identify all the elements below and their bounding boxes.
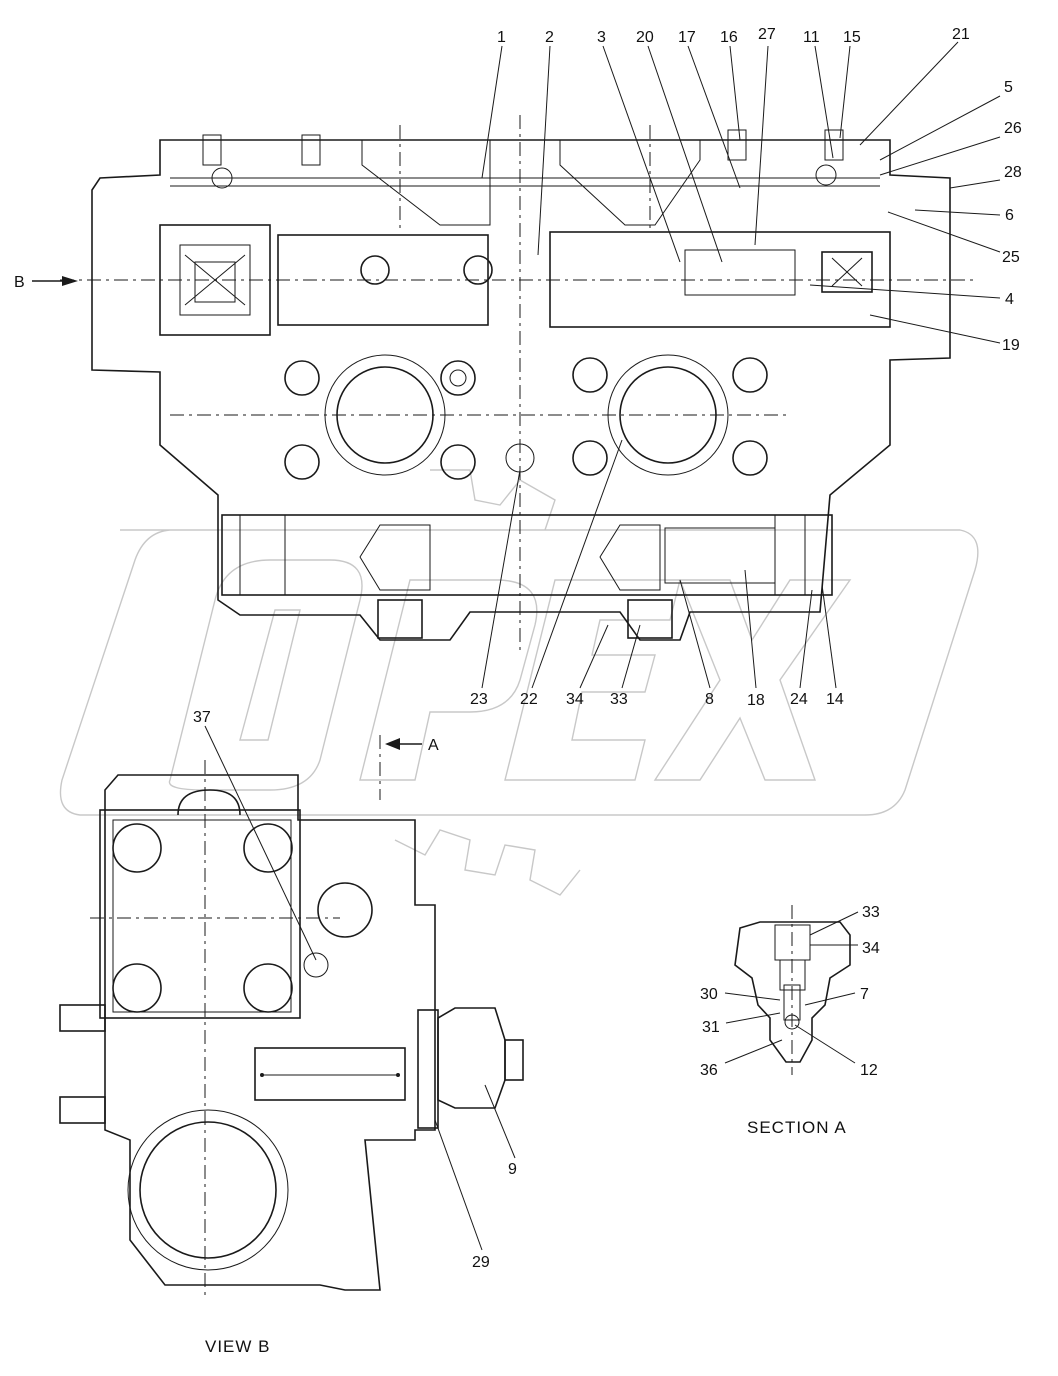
section-a-letter: A	[428, 737, 439, 754]
callout-11: 11	[803, 29, 820, 46]
callout-7: 7	[860, 986, 869, 1003]
callout-labels: 1 2 3 20 17 16 27 11 15 21 5 26 28 6 25 …	[193, 26, 1022, 1271]
callout-19: 19	[1002, 337, 1020, 354]
callout-36: 36	[700, 1062, 718, 1079]
callout-24: 24	[790, 691, 808, 708]
callout-1: 1	[497, 29, 506, 46]
callout-34: 34	[566, 691, 584, 708]
callout-20: 20	[636, 29, 654, 46]
callout-8: 8	[705, 691, 714, 708]
callout-28: 28	[1004, 164, 1022, 181]
callout-29: 29	[472, 1254, 490, 1271]
view-b-caption: VIEW B	[205, 1337, 271, 1356]
callout-12: 12	[860, 1062, 878, 1079]
callout-26: 26	[1004, 120, 1022, 137]
callout-34-section: 34	[862, 940, 880, 957]
leader-lines	[204, 41, 1001, 1251]
callout-31: 31	[702, 1019, 720, 1036]
view-b-drawing	[59, 760, 524, 1300]
callout-33-section: 33	[862, 904, 880, 921]
callout-4: 4	[1005, 291, 1014, 308]
view-b-letter: B	[14, 274, 25, 291]
opex-watermark	[59, 469, 979, 896]
section-a-drawing	[734, 905, 851, 1075]
callout-17: 17	[678, 29, 696, 46]
callout-5: 5	[1004, 79, 1013, 96]
callout-22: 22	[520, 691, 538, 708]
callout-30: 30	[700, 986, 718, 1003]
callout-14: 14	[826, 691, 844, 708]
callout-16: 16	[720, 29, 738, 46]
section-a-marker: A	[379, 735, 439, 800]
callout-6: 6	[1005, 207, 1014, 224]
callout-3: 3	[597, 29, 606, 46]
callout-15: 15	[843, 29, 861, 46]
callout-18: 18	[747, 692, 765, 709]
callout-23: 23	[470, 691, 488, 708]
callout-27: 27	[758, 26, 776, 43]
callout-21: 21	[952, 26, 970, 43]
valve-body-section	[60, 115, 975, 650]
callout-33: 33	[610, 691, 628, 708]
callout-9: 9	[508, 1161, 517, 1178]
callout-2: 2	[545, 29, 554, 46]
callout-25: 25	[1002, 249, 1020, 266]
section-a-caption: SECTION A	[747, 1118, 847, 1137]
view-b-marker: B	[14, 274, 78, 291]
callout-37: 37	[193, 709, 211, 726]
